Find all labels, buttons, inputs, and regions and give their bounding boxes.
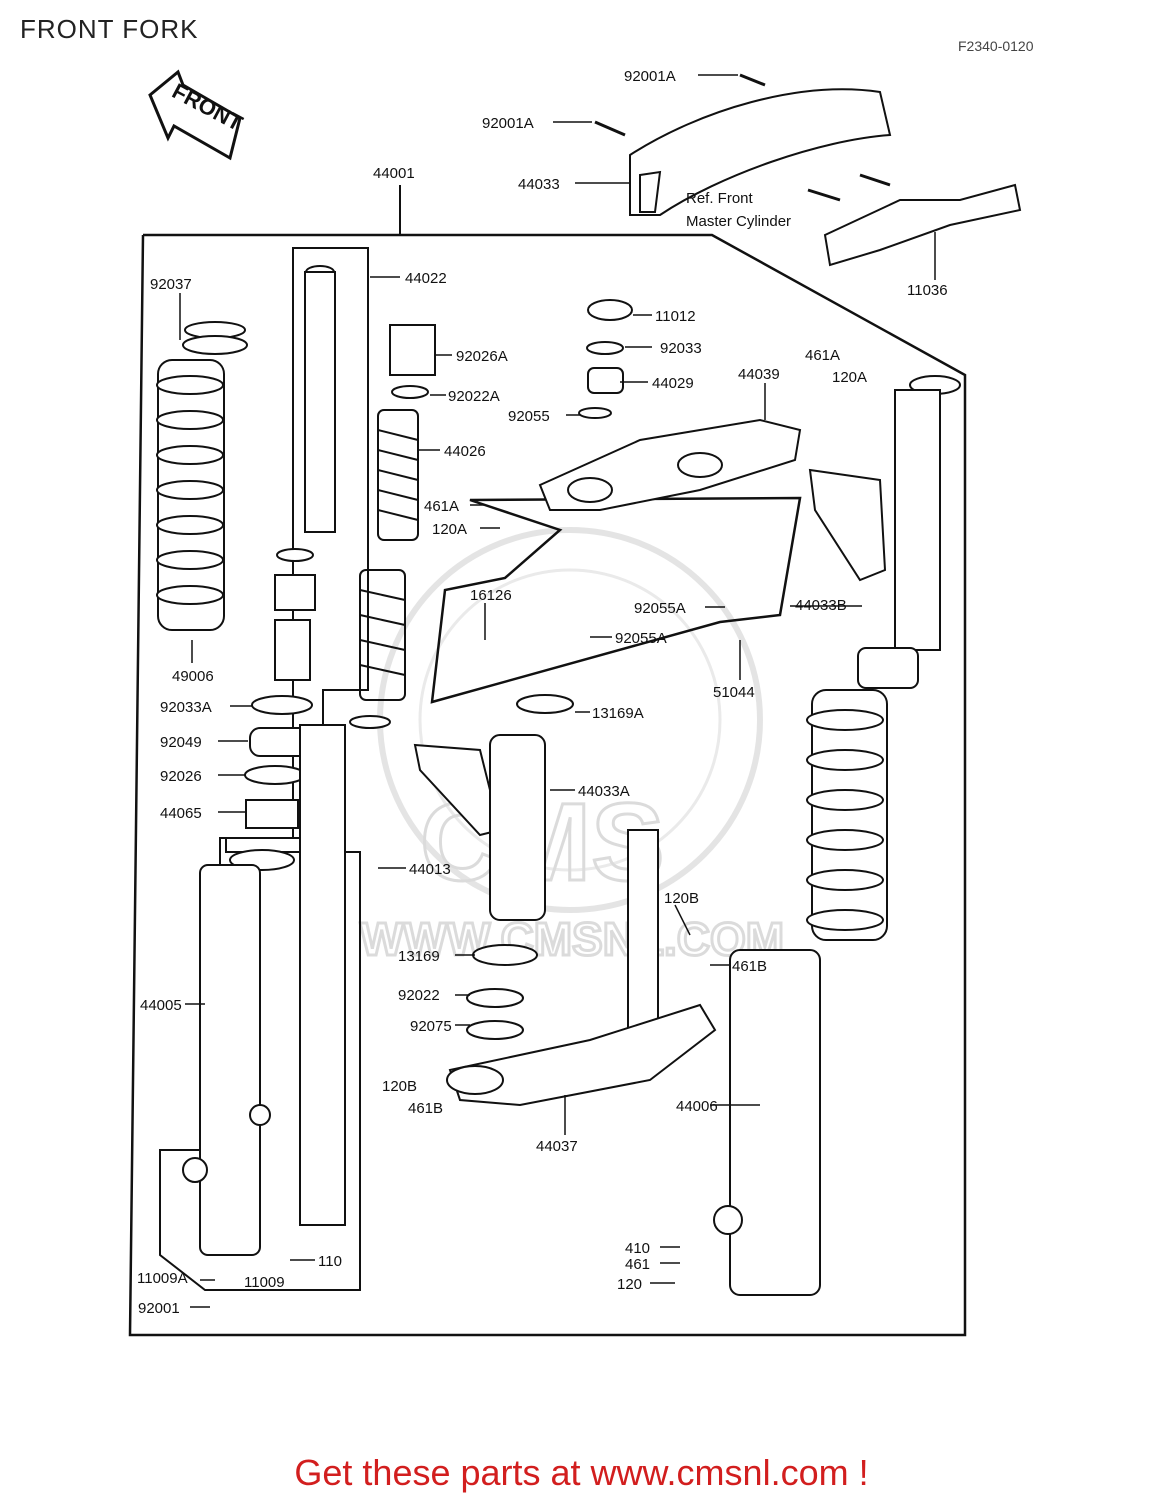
label-49006: 49006 [172,668,214,685]
bolts-92001A [594,73,891,202]
part-labels: 92001A 92001A 44033 11036 44001 44022 92… [137,68,948,1317]
fork-assembly-outline [128,233,967,1337]
label-92001A: 92001A [482,115,534,132]
label-44039: 44039 [738,366,780,383]
label-92001: 92001 [138,1300,180,1317]
kit-51044-box [430,496,802,704]
label-44033: 44033 [518,176,560,193]
ref-note-line2: Master Cylinder [686,213,791,230]
label-51044: 51044 [713,684,755,701]
label-92026A: 92026A [456,348,508,365]
label-461: 461 [625,1256,650,1273]
label-11009A: 11009A [137,1270,188,1287]
top-bracket-44039 [538,418,802,511]
cta-link[interactable]: Get these parts at www.cmsnl.com ! [294,1452,869,1493]
label-92055A-upper: 92055A [634,600,686,617]
label-461B-right: 461B [732,958,767,975]
label-44026: 44026 [444,443,486,460]
inner-tube-44022 [274,265,336,681]
label-44033B: 44033B [795,597,847,614]
label-44029: 44029 [652,375,694,392]
page-title: FRONT FORK [20,14,199,44]
label-92001A-top: 92001A [624,68,676,85]
label-461A-right: 461A [805,347,840,364]
label-92049: 92049 [160,734,202,751]
label-110: 110 [318,1253,342,1270]
figure-code: F2340-0120 [958,38,1034,54]
outer-tube-44005 [182,849,295,1256]
spacer-92026A [389,324,436,399]
spring-44026 [359,409,419,701]
label-92033A: 92033A [160,699,212,716]
label-11012: 11012 [655,308,696,325]
label-16126: 16126 [470,587,512,604]
cta-banner[interactable]: Get these parts at www.cmsnl.com ! [0,1452,1163,1494]
label-92075: 92075 [410,1018,452,1035]
cap-11012 [578,299,633,419]
label-44037: 44037 [536,1138,578,1155]
label-92022A: 92022A [448,388,500,405]
label-44033A: 44033A [578,783,630,800]
clamp-11036 [823,183,1022,267]
front-arrow: FRONT [148,69,247,161]
seals-left [244,695,313,829]
label-461A-left: 461A [424,498,459,515]
label-92026: 92026 [160,768,202,785]
label-44005: 44005 [140,997,182,1014]
label-11009: 11009 [244,1274,285,1291]
label-44022: 44022 [405,270,447,287]
label-461B-left: 461B [408,1100,443,1117]
dust-boot-49006 [156,321,248,631]
bracket-44033B [808,468,887,582]
stem-44037 [446,829,717,1107]
label-120A-right: 120A [832,369,867,386]
handlebar-44033 [629,88,892,216]
label-92055A-lower: 92055A [615,630,667,647]
label-410: 410 [625,1240,650,1257]
label-11036: 11036 [907,282,948,299]
watermark-url: WWW.CMSNL.COM [360,913,784,965]
label-120: 120 [617,1276,642,1293]
label-120B-left: 120B [382,1078,417,1095]
leader-lines [179,74,936,1308]
label-120A-left: 120A [432,521,467,538]
label-44001: 44001 [373,165,415,182]
label-92037: 92037 [150,276,192,293]
label-13169A: 13169A [592,705,644,722]
label-92055: 92055 [508,408,550,425]
fork-tube-44013 [299,715,391,1226]
ref-note-line1: Ref. Front [686,190,754,207]
label-13169: 13169 [398,948,440,965]
label-120B-right: 120B [664,890,699,907]
label-92022: 92022 [398,987,440,1004]
bracket-44033A [413,734,546,921]
label-44065: 44065 [160,805,202,822]
label-44013: 44013 [409,861,451,878]
exploded-parts-diagram: CMS WWW.CMSNL.COM FRONT [128,68,1022,1337]
label-44006: 44006 [676,1098,718,1115]
right-fork-44006 [713,375,961,1296]
label-92033: 92033 [660,340,702,357]
